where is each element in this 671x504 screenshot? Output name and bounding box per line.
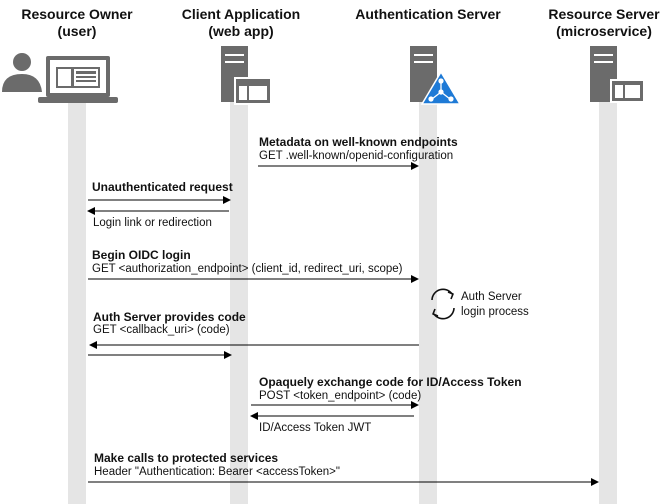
server-icon xyxy=(590,46,645,103)
exchange-code-detail: POST <token_endpoint> (code) xyxy=(259,390,422,402)
metadata-label: Metadata on well-known endpoints xyxy=(259,135,458,149)
auth-login-process-label: Auth Server login process xyxy=(461,291,529,318)
laptop-icon xyxy=(38,56,118,103)
begin-oidc-login-label: Begin OIDC login xyxy=(92,248,191,262)
actor-client-application: Client Application (web app) xyxy=(181,6,301,39)
token-reply-label: ID/Access Token JWT xyxy=(259,422,372,434)
auth-provides-code-detail: GET <callback_uri> (code) xyxy=(93,324,230,336)
protected-calls-label: Make calls to protected services xyxy=(94,451,279,465)
lifeline-resource-server xyxy=(599,100,617,504)
actor-authentication-server: Authentication Server xyxy=(355,6,501,22)
login-link-label: Login link or redirection xyxy=(93,217,212,229)
server-icon xyxy=(410,46,437,102)
unauthenticated-request-label: Unauthenticated request xyxy=(92,180,233,194)
actor-resource-server: Resource Server (microservice) xyxy=(548,6,660,39)
server-icon xyxy=(221,46,272,105)
refresh-icon xyxy=(431,288,455,320)
lifeline-client-application xyxy=(230,100,248,504)
exchange-code-label: Opaquely exchange code for ID/Access Tok… xyxy=(259,375,522,389)
user-icon xyxy=(2,53,42,92)
metadata-detail: GET .well-known/openid-configuration xyxy=(259,150,454,162)
actor-resource-owner: Resource Owner (user) xyxy=(21,6,133,39)
auth-provides-code-label: Auth Server provides code xyxy=(93,310,246,324)
lifeline-resource-owner xyxy=(68,100,86,504)
protected-calls-detail: Header "Authentication: Bearer <accessTo… xyxy=(94,466,340,478)
lifeline-authentication-server xyxy=(419,100,437,504)
begin-oidc-login-detail: GET <authorization_endpoint> (client_id,… xyxy=(92,263,403,275)
azure-logo-icon xyxy=(420,70,462,105)
